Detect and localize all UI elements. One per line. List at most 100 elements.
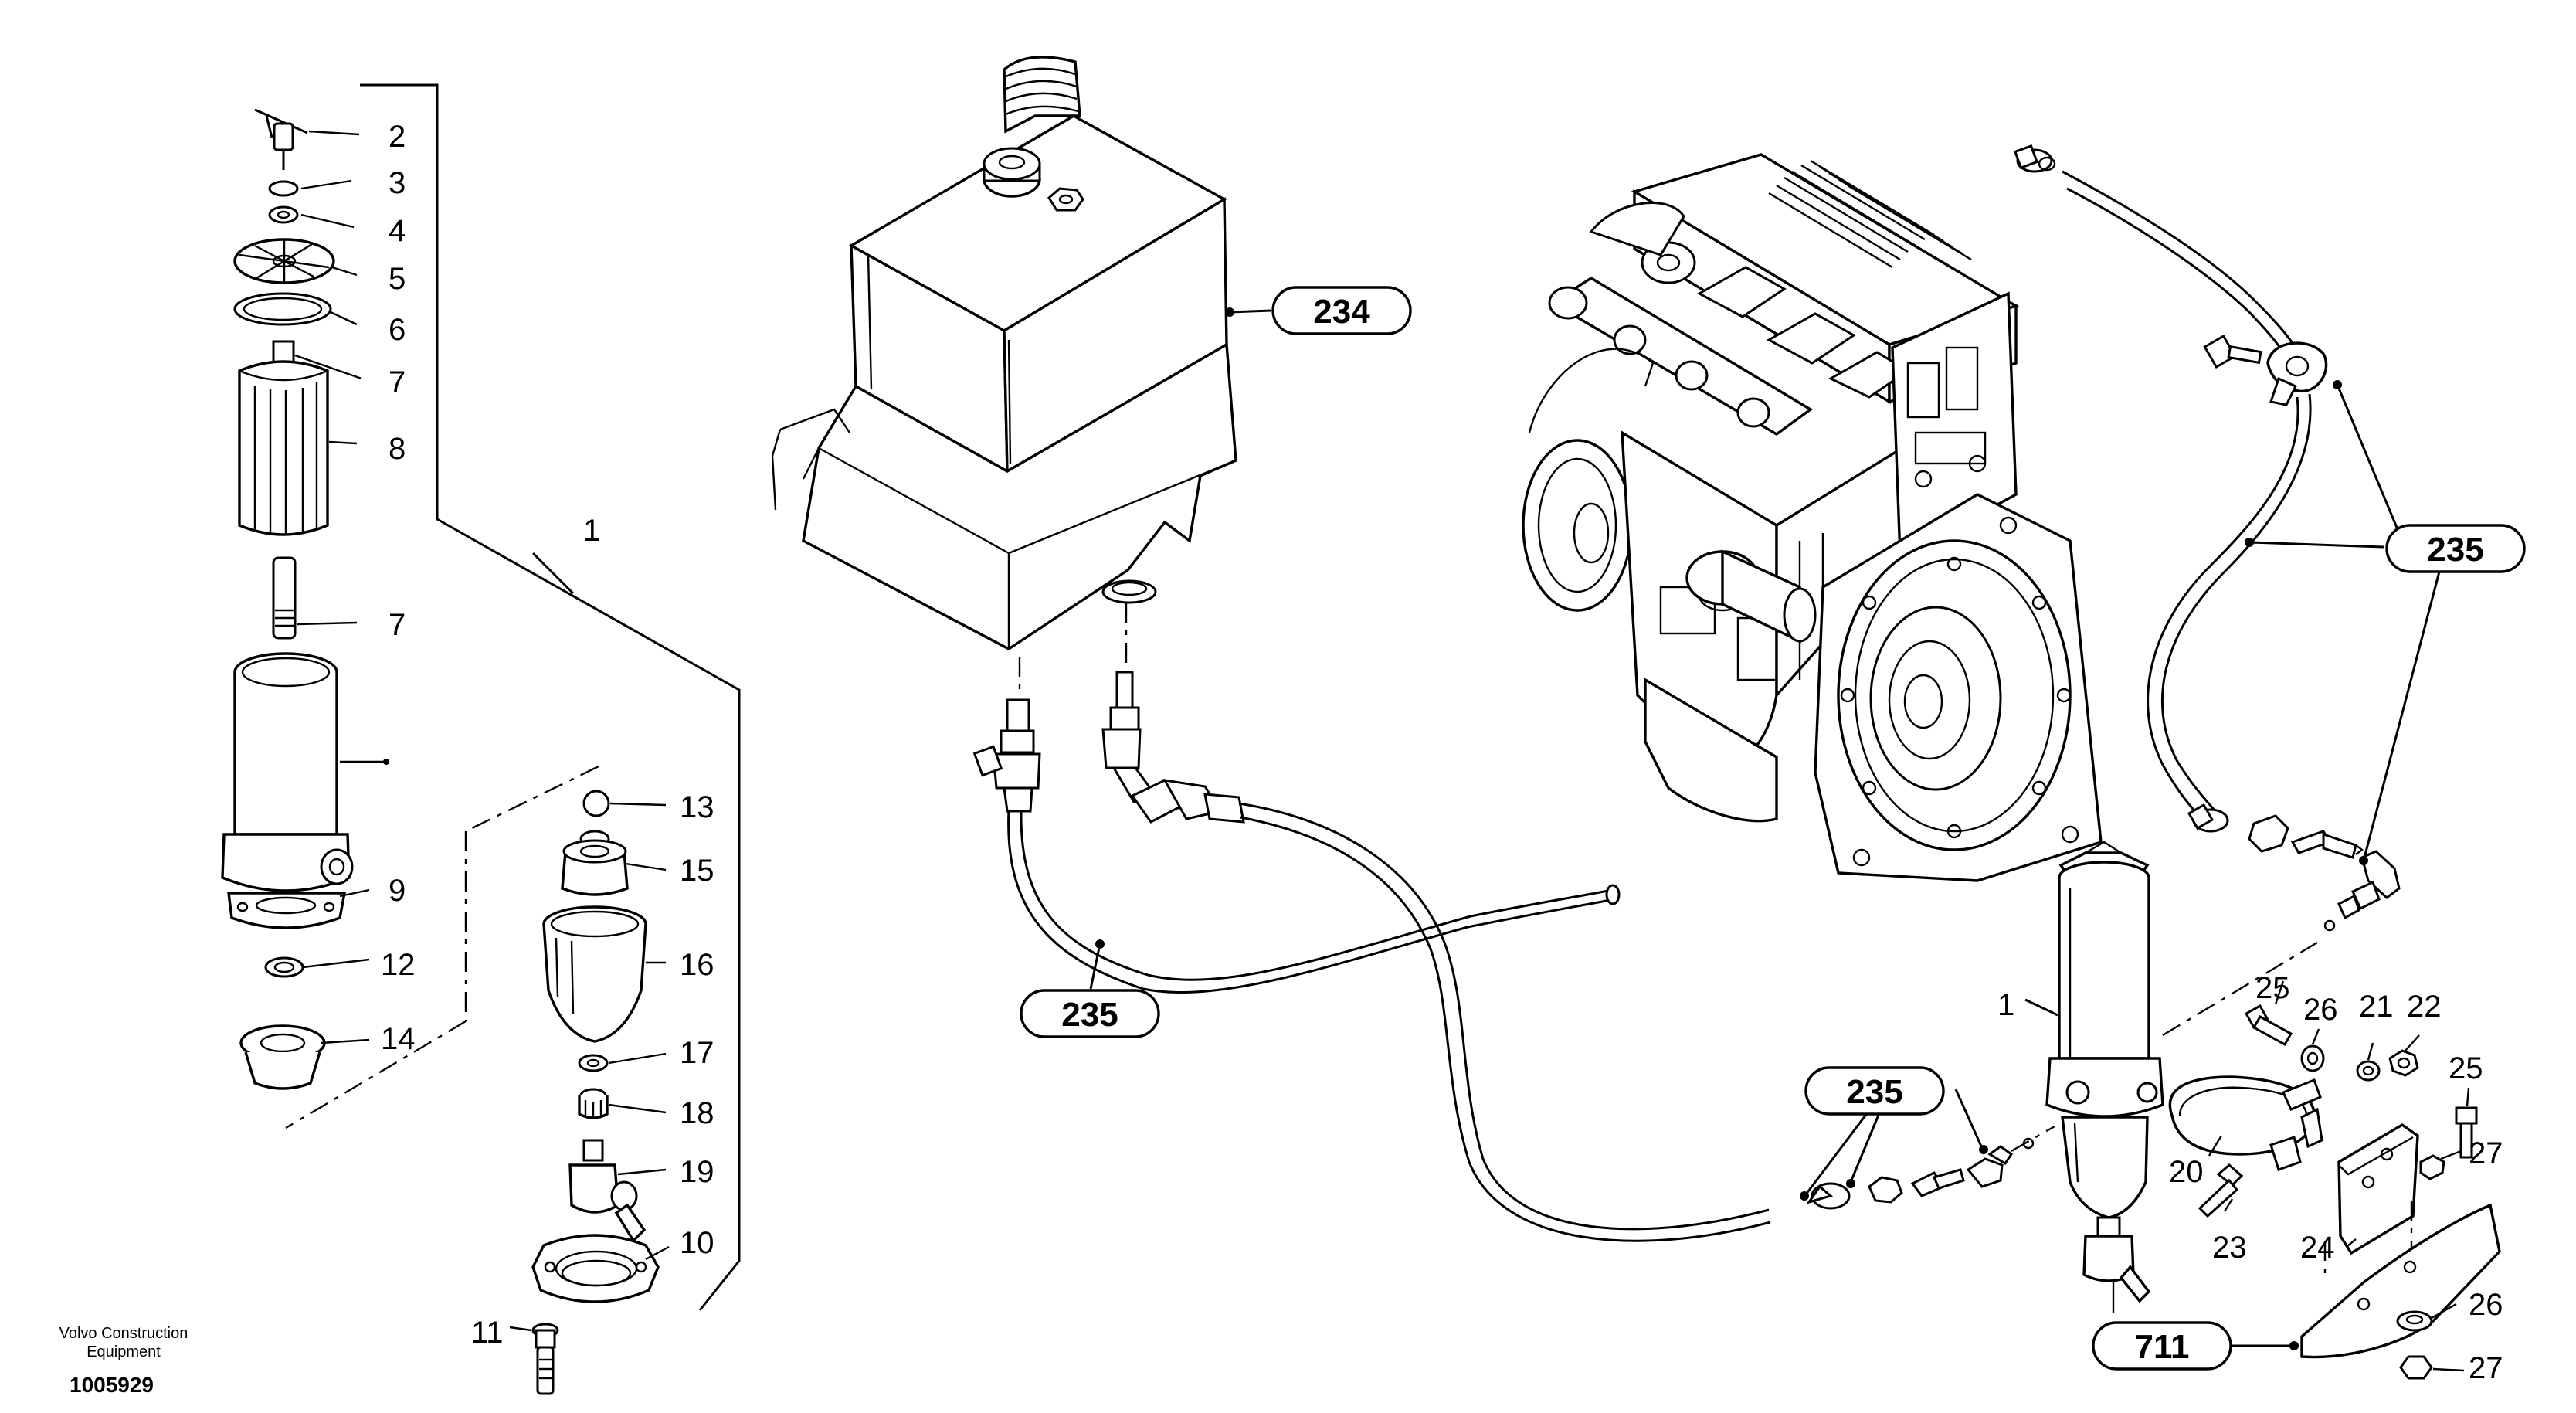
part-number: 14 (381, 1022, 416, 1056)
kit-bracket-lines (285, 83, 741, 1311)
hose-end-fittings (2187, 803, 2364, 859)
chassis-plate-icon (2300, 1201, 2501, 1359)
part-number: 20 (2169, 1155, 2204, 1189)
footer: Volvo Construction Equipment 1005929 (59, 1325, 188, 1397)
part-number: 2 (389, 120, 406, 154)
tank-outlet-icon (1101, 579, 1157, 604)
washer-icon (268, 180, 299, 197)
part-number: 1 (583, 514, 600, 548)
reference-callouts: 234 235 235 235 711 (1020, 286, 2526, 1371)
reference-label: 235 (1846, 1073, 1902, 1111)
part-number: 6 (389, 313, 406, 347)
part-number: 17 (680, 1036, 714, 1070)
part-number: 26 (2469, 1288, 2503, 1322)
reference-label: 235 (2427, 531, 2483, 569)
washer-icon (578, 1054, 609, 1072)
part-number: 25 (2255, 971, 2290, 1005)
bolt-icon (2198, 1106, 2478, 1218)
reference-label: 235 (1061, 996, 1118, 1034)
nut-icon (1868, 1176, 1903, 1204)
part-number: 19 (680, 1155, 714, 1189)
drain-valve-icon (568, 1139, 647, 1243)
part-number: 13 (680, 790, 714, 824)
elbow-fitting-icon (2323, 850, 2401, 932)
bolt-icon (2244, 1004, 2293, 1047)
part-number: 18 (680, 1096, 714, 1130)
reference-callout-235-middle[interactable]: 235 (1804, 1066, 1945, 1116)
fuel-hose-fittings (972, 671, 1771, 1242)
part-number: 22 (2407, 990, 2442, 1024)
return-fitting-icon (1101, 671, 1245, 824)
elbow-fitting-icon (1966, 1157, 2004, 1188)
o-ring-icon (264, 956, 304, 978)
part-number: 27 (2469, 1136, 2503, 1170)
filler-neck-icon (1003, 56, 1081, 134)
part-number: 9 (389, 874, 406, 908)
part-number: 26 (2303, 993, 2338, 1027)
part-number: 7 (389, 608, 406, 642)
cooling-fins (1768, 159, 1972, 269)
part-number: 1 (1997, 988, 2014, 1022)
hose-clamp-icon (2013, 144, 2056, 173)
brand-line-1: Volvo Construction (59, 1325, 188, 1342)
ball-icon (582, 790, 610, 817)
center-tube-icon (272, 556, 297, 640)
filter-element-icon (238, 340, 329, 536)
nipple-fitting-icon (578, 1088, 609, 1119)
reference-callout-235-right[interactable]: 235 (2385, 524, 2526, 573)
part-number: 21 (2359, 990, 2394, 1024)
part-number: 27 (2469, 1351, 2503, 1385)
p-clip-icon (2203, 334, 2328, 406)
reference-label: 711 (2135, 1328, 2190, 1366)
reference-callout-711[interactable]: 711 (2092, 1321, 2232, 1371)
cylinder-head-ports (1641, 241, 1910, 399)
cover-plate-icon (233, 238, 335, 284)
seal-ring-icon (268, 205, 299, 224)
part-number: 10 (680, 1226, 714, 1260)
reference-label: 234 (1313, 293, 1370, 331)
water-separator-exploded (221, 108, 389, 1090)
strainer-head-icon (561, 830, 629, 896)
nut-icon (2388, 1049, 2419, 1077)
reference-callout-235-left[interactable]: 235 (1020, 989, 1160, 1038)
part-number: 11 (471, 1316, 504, 1350)
part-number-labels: 2 3 4 5 6 7 8 1 7 9 12 14 13 15 16 17 18… (381, 120, 2503, 1385)
starter-motor-icon (1685, 549, 1817, 644)
flywheel-housing-icon (1814, 493, 2103, 882)
screw-icon (531, 1323, 559, 1395)
mounting-clamp-icon (2168, 1075, 2323, 1171)
t-handle-bolt-icon (254, 108, 308, 170)
part-number: 24 (2300, 1231, 2335, 1265)
part-number: 25 (2449, 1051, 2483, 1085)
washer-icon (2300, 1044, 2381, 1082)
inline-fittings (1806, 1125, 2055, 1210)
fuel-tank (771, 56, 1272, 695)
tank-valve-icon (972, 698, 1041, 813)
vent-nut-icon (1047, 187, 1084, 212)
filler-cap-icon (983, 147, 1041, 198)
part-number: 3 (389, 166, 406, 200)
mounted-water-separator (2045, 841, 2164, 1313)
part-number: 16 (680, 948, 714, 982)
part-number: 7 (389, 365, 406, 399)
engine-block (1522, 153, 2103, 882)
sediment-bowl-exploded (509, 790, 670, 1395)
drain-cup-icon (239, 1024, 326, 1090)
part-number: 8 (389, 432, 406, 466)
sediment-bowl-icon (542, 905, 647, 1043)
retaining-ring-icon (531, 1234, 660, 1303)
lower-fasteners (2396, 1310, 2433, 1380)
reference-callout-234[interactable]: 234 (1271, 286, 1412, 335)
part-number: 4 (389, 214, 406, 248)
part-number: 23 (2212, 1231, 2247, 1265)
return-line-assembly (1800, 144, 2501, 1380)
document-number: 1005929 (70, 1373, 154, 1397)
part-number: 15 (680, 854, 714, 888)
part-number: 5 (389, 262, 406, 296)
part-number: 12 (381, 948, 416, 982)
filter-housing-icon (221, 652, 389, 929)
angle-bracket-icon (2337, 1123, 2445, 1255)
brand-line-2: Equipment (87, 1343, 161, 1360)
